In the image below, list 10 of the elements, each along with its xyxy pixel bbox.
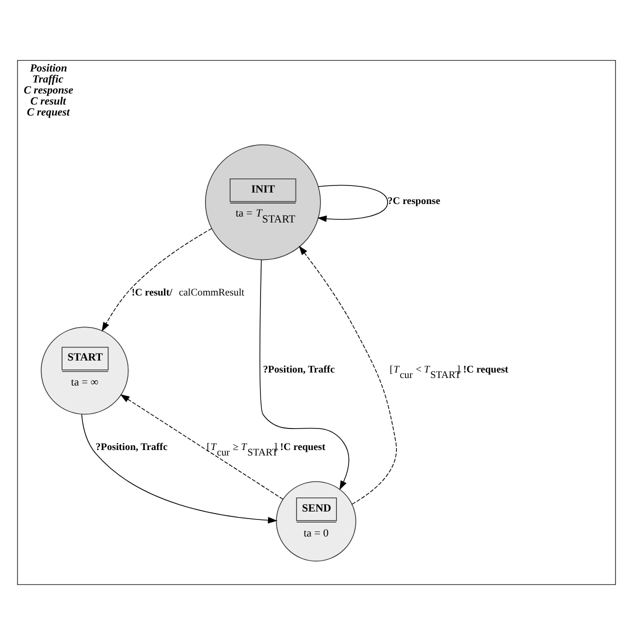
arrow — [81, 413, 278, 523]
arrow — [260, 259, 350, 490]
arrow — [120, 394, 284, 500]
arrow — [317, 184, 388, 222]
edge-label: ?Position, Traffc — [96, 441, 168, 452]
edge-label: !C result/ calCommResult — [132, 286, 244, 298]
arrow — [298, 245, 397, 504]
arrow — [102, 228, 212, 332]
edge-label: ?Position, Traffc — [262, 364, 335, 376]
edge-label: ?C response — [388, 196, 440, 207]
